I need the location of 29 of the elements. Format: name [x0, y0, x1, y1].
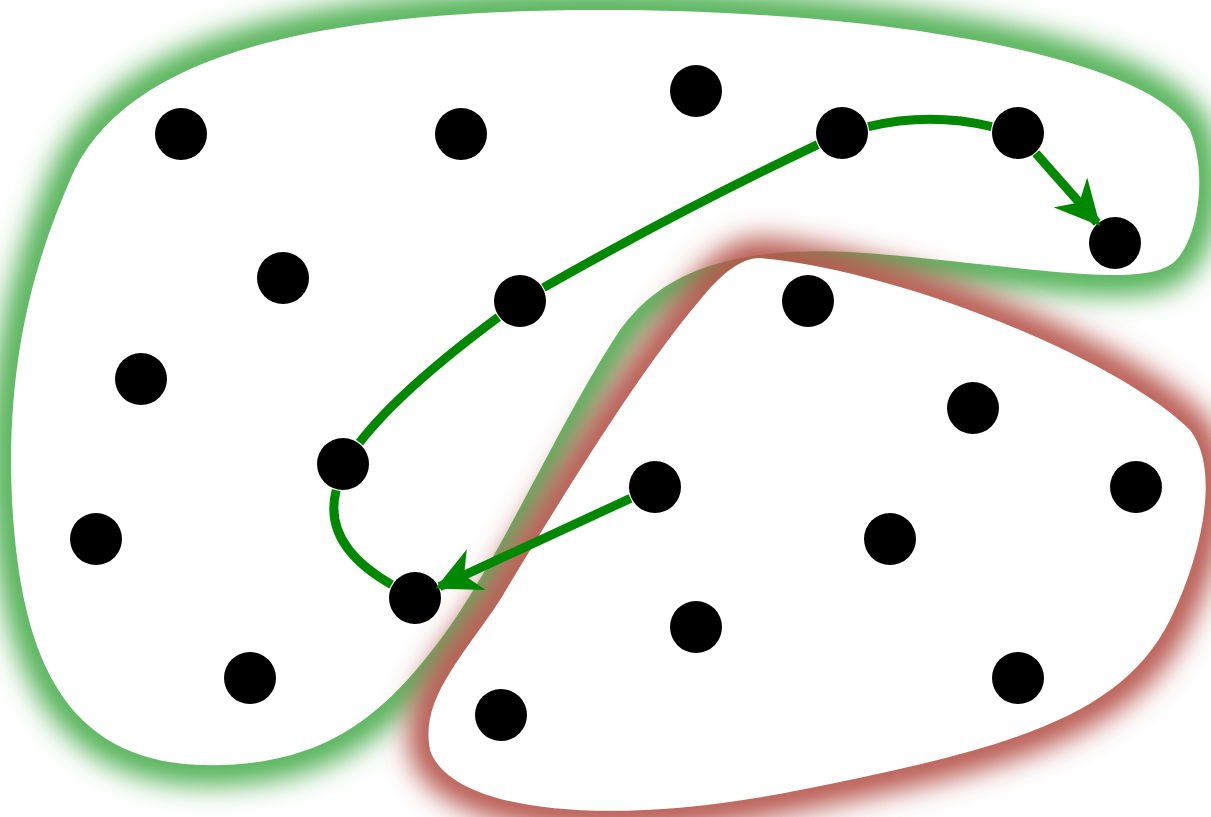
dot: [475, 689, 527, 741]
dot: [257, 252, 309, 304]
connector-line: [355, 313, 501, 446]
connector-line: [867, 114, 993, 132]
dot: [1110, 461, 1162, 513]
dot: [670, 601, 722, 653]
dot: [629, 461, 681, 513]
dot: [992, 107, 1044, 159]
dot: [782, 275, 834, 327]
dot: [224, 652, 276, 704]
dot: [816, 107, 868, 159]
arrow: [435, 494, 633, 591]
connector-line: [541, 140, 820, 292]
dot: [494, 275, 546, 327]
dot: [389, 572, 441, 624]
dot: [1089, 217, 1141, 269]
dot: [670, 65, 722, 117]
dot: [435, 108, 487, 160]
region-blob: [0, 0, 1211, 785]
dot: [864, 513, 916, 565]
arrow: [1032, 150, 1101, 227]
dot: [317, 438, 369, 490]
dot: [947, 382, 999, 434]
dot: [70, 513, 122, 565]
dot: [155, 108, 207, 160]
dot: [992, 652, 1044, 704]
dot: [115, 353, 167, 405]
connector-line: [329, 489, 394, 589]
region-blob: [408, 238, 1211, 817]
